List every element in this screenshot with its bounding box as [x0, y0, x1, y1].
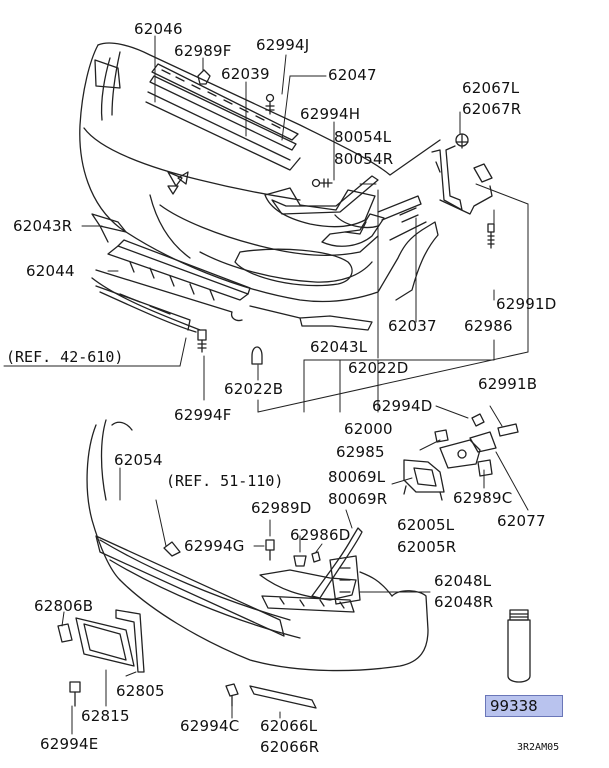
part-label-62994F: 62994F — [174, 406, 232, 424]
part-label-62048R: 62048R — [434, 593, 494, 611]
lower-grille — [92, 240, 250, 332]
part-label-62994G: 62994G — [184, 537, 245, 555]
part-label-62815: 62815 — [81, 707, 130, 725]
part-label-62994C: 62994C — [180, 717, 240, 735]
part-label-62022D: 62022D — [348, 359, 409, 377]
grille-strip — [146, 64, 300, 170]
part-label-62066L: 62066L — [260, 717, 318, 735]
part-label-62047: 62047 — [328, 66, 377, 84]
license-plate-bracket — [58, 610, 144, 706]
part-label-62067L: 62067L — [462, 79, 520, 97]
part-label-62000: 62000 — [344, 420, 393, 438]
slide-bracket — [404, 460, 444, 500]
part-label-62994J: 62994J — [256, 36, 310, 54]
part-label-62985: 62985 — [336, 443, 385, 461]
air-duct-left — [250, 306, 372, 330]
garnish-strip — [272, 176, 378, 214]
under-cover — [226, 684, 316, 708]
part-label-62806B: 62806B — [34, 597, 94, 615]
touch-up-paint-bottle — [508, 610, 530, 682]
part-label-62044: 62044 — [26, 262, 75, 280]
part-label-62991B: 62991B — [478, 375, 538, 393]
part-label-62066R: 62066R — [260, 738, 320, 756]
part-label-62994D: 62994D — [372, 397, 433, 415]
part-label-80069L: 80069L — [328, 468, 386, 486]
part-label-62039: 62039 — [221, 65, 270, 83]
leader-lines — [4, 36, 528, 734]
part-label-80054R: 80054R — [334, 150, 394, 168]
bumper-support-bracket — [262, 556, 360, 612]
part-label-80054L: 80054L — [334, 128, 392, 146]
part-label-62989F: 62989F — [174, 42, 232, 60]
part-label-62805: 62805 — [116, 682, 165, 700]
part-label-62994H: 62994H — [300, 105, 361, 123]
part-label-62986D: 62986D — [290, 526, 351, 544]
part-label-62022B: 62022B — [224, 380, 284, 398]
part-label-62054: 62054 — [114, 451, 163, 469]
air-duct-right — [92, 214, 126, 242]
part-label-62067R: 62067R — [462, 100, 522, 118]
part-label-62046: 62046 — [134, 20, 183, 38]
reference-label-42-610: (REF. 42-610) — [6, 348, 124, 366]
front-bumper-cover — [80, 43, 440, 302]
part-label-62048L: 62048L — [434, 572, 492, 590]
reference-label-51-110: (REF. 51-110) — [166, 472, 284, 490]
side-bracket — [432, 134, 492, 214]
part-label-62043R: 62043R — [13, 217, 73, 235]
highlighted-part-99338[interactable]: 99338 — [485, 695, 563, 717]
part-label-62991D: 62991D — [496, 295, 557, 313]
part-label-80069R: 80069R — [328, 490, 388, 508]
side-molding — [312, 528, 362, 598]
part-label-62005L: 62005L — [397, 516, 455, 534]
part-label-62077: 62077 — [497, 512, 546, 530]
part-label-62986: 62986 — [464, 317, 513, 335]
mounting-hardware — [164, 414, 518, 566]
part-label-62989C: 62989C — [453, 489, 513, 507]
part-label-62005R: 62005R — [397, 538, 457, 556]
part-label-62994E: 62994E — [40, 735, 99, 753]
part-label-62989D: 62989D — [251, 499, 312, 517]
part-label-62037: 62037 — [388, 317, 437, 335]
diagram-code: 3R2AM05 — [517, 742, 560, 753]
fasteners-upper — [198, 70, 494, 364]
part-label-62043L: 62043L — [310, 338, 368, 356]
fog-lamp-cover — [322, 196, 426, 246]
